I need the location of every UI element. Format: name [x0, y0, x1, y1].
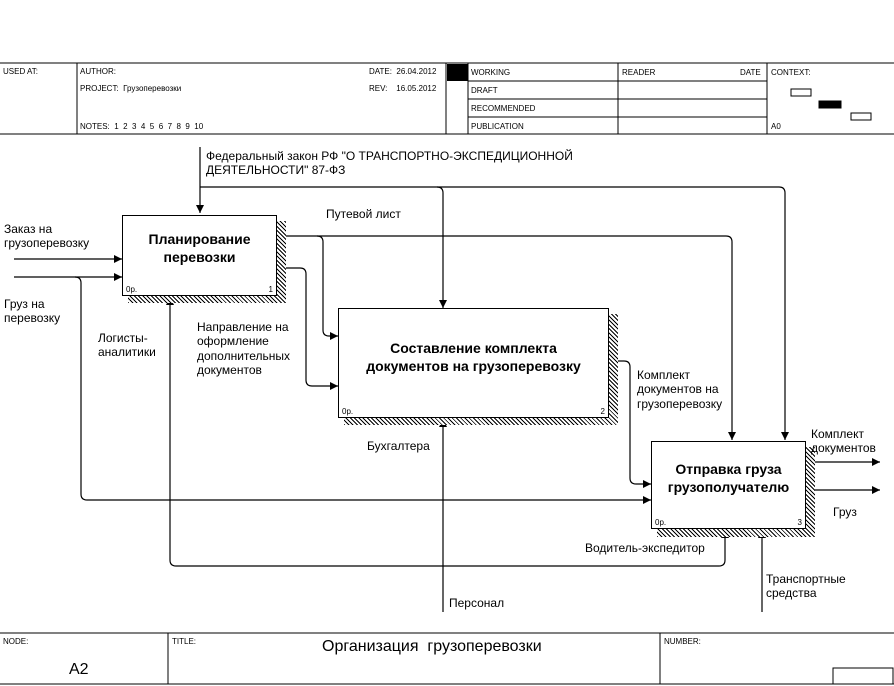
label-personnel: Персонал — [449, 596, 505, 610]
label-driver: Водитель-экспедитор — [585, 541, 705, 555]
title-label: TITLE: — [172, 637, 197, 646]
context-label: CONTEXT: — [771, 68, 811, 77]
label-direction: Направление на оформление дополнительных… — [197, 320, 291, 378]
activity-box-3-cost: 0р. — [655, 518, 667, 527]
arrow-driver — [443, 530, 729, 567]
status-draft: DRAFT — [471, 86, 498, 95]
activity-box-2[interactable]: Составление комплекта документов на груз… — [338, 308, 609, 418]
arrow-cargo-box3 — [74, 276, 651, 504]
label-cargo-out: Груз — [833, 505, 857, 519]
arrow-waybill — [277, 235, 736, 440]
rev-label: REV: 16.05.2012 — [369, 84, 437, 93]
label-analysts: Логисты- аналитики — [98, 331, 156, 360]
activity-box-2-cost: 0р. — [342, 407, 354, 416]
author-label: AUTHOR: — [80, 67, 116, 76]
used-at-label: USED AT: — [3, 67, 38, 76]
arrow-personnel-box1 — [166, 297, 443, 567]
number-label: NUMBER: — [664, 637, 701, 646]
working-status-marker — [447, 64, 468, 81]
context-thumbnail — [790, 88, 872, 121]
node-value: A2 — [69, 661, 89, 678]
diagram-title: Организация грузоперевозки — [322, 638, 542, 655]
activity-box-2-number: 2 — [600, 407, 605, 416]
activity-box-1-cost: 0р. — [126, 285, 138, 294]
label-waybill: Путевой лист — [326, 207, 401, 221]
label-docset-mid: Комплект документов на грузоперевозку — [637, 368, 723, 411]
activity-box-3[interactable]: Отправка груза грузополучателю 0р. 3 — [651, 441, 806, 529]
reader-date-label: DATE — [740, 68, 761, 77]
label-order: Заказ на грузоперевозку — [4, 222, 90, 251]
label-cargo-in: Груз на перевозку — [4, 297, 61, 326]
status-recommended: RECOMMENDED — [471, 104, 536, 113]
date-label: DATE: 26.04.2012 — [369, 67, 437, 76]
activity-box-3-number: 3 — [797, 518, 802, 527]
label-law: Федеральный закон РФ "О ТРАНСПОРТНО-ЭКСП… — [206, 149, 573, 178]
status-publication: PUBLICATION — [471, 122, 524, 131]
activity-box-1-title: Планирование перевозки — [148, 231, 251, 265]
activity-box-1-number: 1 — [268, 285, 273, 294]
label-transport: Транспортные средства — [766, 572, 846, 601]
reader-label: READER — [622, 68, 656, 77]
label-accountants: Бухгалтера — [367, 439, 430, 453]
activity-box-2-title: Составление комплекта документов на груз… — [366, 340, 581, 374]
notes-label: NOTES: 1 2 3 4 5 6 7 8 9 10 — [80, 122, 204, 131]
arrow-direction — [277, 267, 338, 390]
context-node: A0 — [771, 122, 781, 131]
project-label: PROJECT: Грузоперевозки — [80, 84, 182, 93]
header-frame — [0, 62, 894, 135]
node-label: NODE: — [3, 637, 29, 646]
activity-box-1[interactable]: Планирование перевозки 0р. 1 — [122, 215, 277, 296]
status-working: WORKING — [471, 68, 511, 77]
label-docset-out: Комплект документов — [811, 427, 876, 456]
arrow-law-box3 — [437, 186, 789, 440]
arrow-waybill-box2 — [316, 235, 338, 340]
activity-box-3-title: Отправка груза грузополучателю — [667, 461, 790, 495]
arrow-docset-mid — [608, 360, 651, 488]
footer-frame — [0, 632, 894, 685]
